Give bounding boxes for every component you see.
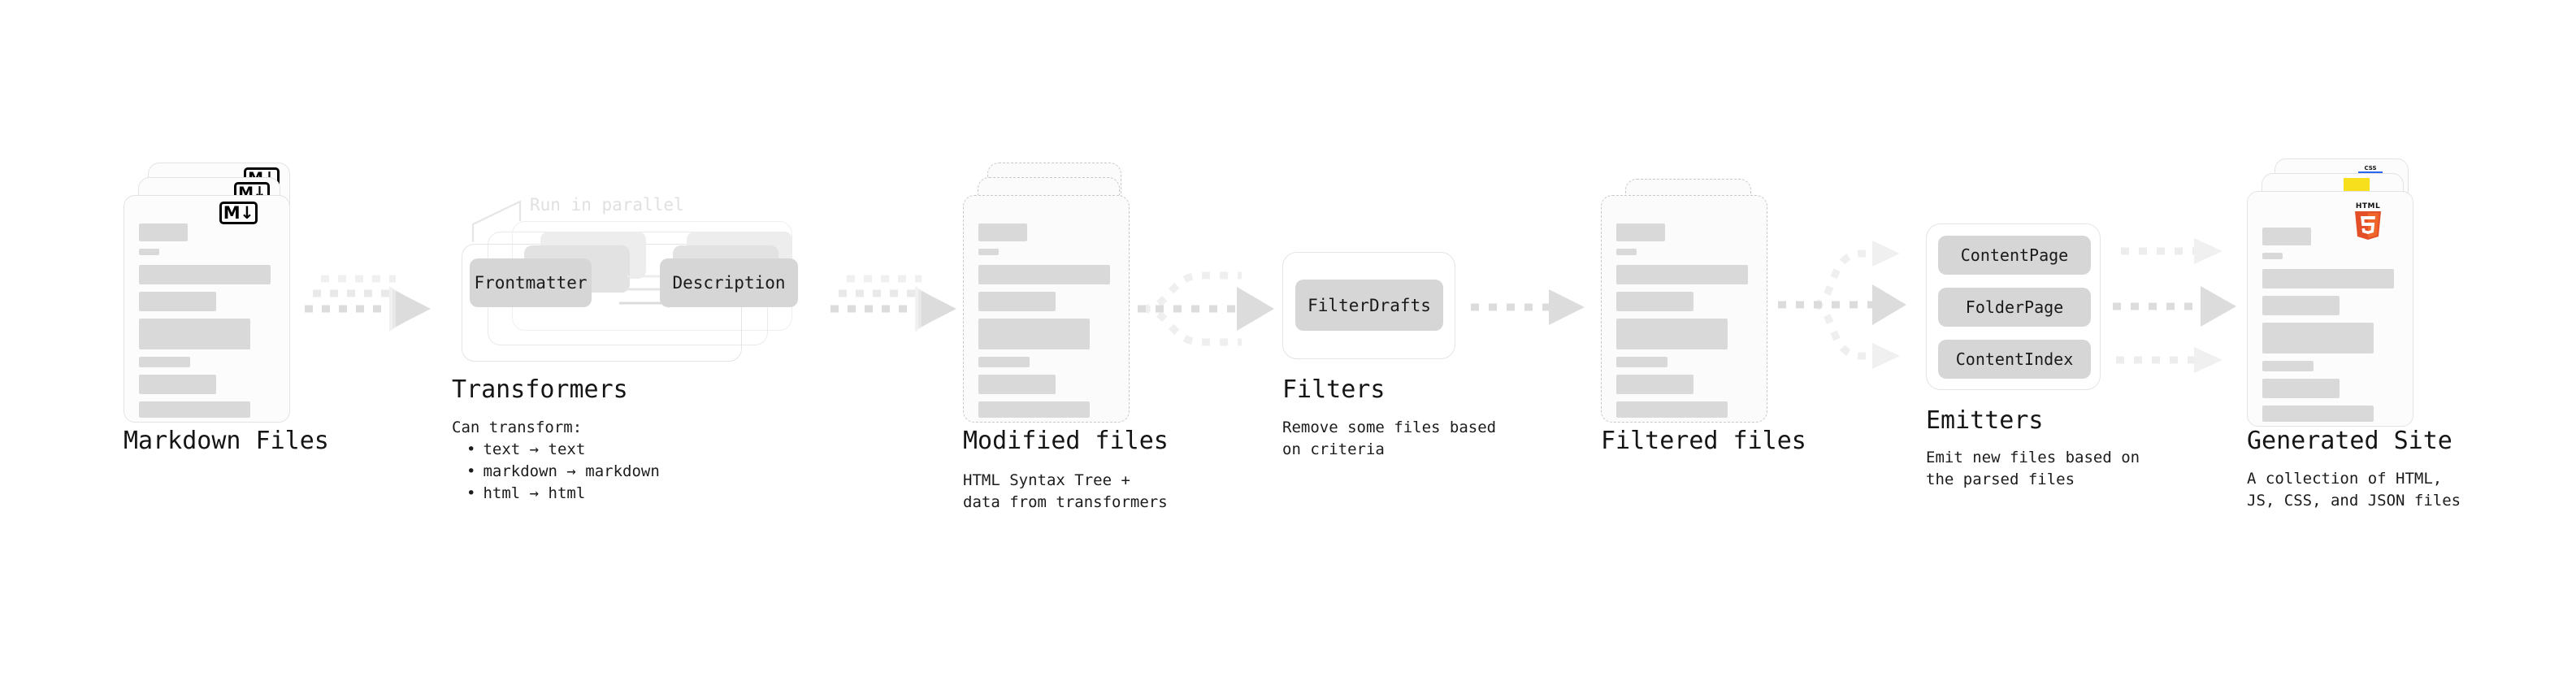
filtered-files-title: Filtered files — [1601, 427, 1806, 455]
run-in-parallel-bracket — [471, 200, 522, 242]
skeleton-bar — [978, 249, 999, 255]
transformers-bullets: text → text markdown → markdown html → h… — [452, 439, 660, 505]
skeleton-bar — [978, 265, 1110, 284]
svg-text:CSS: CSS — [2364, 165, 2376, 171]
modified-files-title: Modified files — [963, 427, 1169, 455]
generated-site-stack: CSS HTML — [2247, 158, 2458, 427]
skeleton-bar — [1616, 401, 1728, 418]
skeleton-bar — [2262, 406, 2374, 422]
site-card-front — [2247, 191, 2413, 427]
markdown-card-front — [124, 195, 290, 423]
skeleton-bar — [2262, 269, 2394, 288]
bullet-markdown: markdown → markdown — [466, 461, 659, 483]
skeleton-bar — [978, 375, 1056, 394]
markdown-files-title: Markdown Files — [124, 427, 329, 455]
skeleton-bar — [978, 401, 1090, 418]
arrow-markdown-to-transformers — [305, 275, 431, 332]
skeleton-bar — [978, 319, 1090, 349]
transformers-group: Frontmatter Description — [439, 187, 829, 374]
emitter-chip-contentindex[interactable]: ContentIndex — [1938, 340, 2091, 379]
skeleton-bar — [139, 375, 216, 394]
markdown-files-stack: M↓ M↓ M↓ — [124, 163, 310, 423]
transformer-chip-frontmatter[interactable]: Frontmatter — [470, 258, 592, 307]
emitter-chip-folderpage[interactable]: FolderPage — [1938, 288, 2091, 327]
filters-title: Filters — [1282, 375, 1386, 404]
markdown-icon: M↓ — [219, 202, 258, 224]
filtered-files-stack — [1601, 179, 1788, 439]
skeleton-bar — [2262, 253, 2283, 259]
svg-text:HTML: HTML — [2356, 202, 2380, 210]
emitters-description: Emit new files based on the parsed files — [1926, 449, 2140, 488]
bullet-text: text → text — [466, 439, 660, 461]
site-skeleton-bars — [2262, 228, 2400, 429]
skeleton-bar — [139, 249, 159, 255]
skeleton-bar — [1616, 375, 1693, 394]
arrow-filtered-to-emitters — [1778, 241, 1906, 369]
emitters-title: Emitters — [1926, 406, 2044, 435]
filters-description: Remove some files based on criteria — [1282, 419, 1497, 458]
transformers-title: Transformers — [452, 375, 628, 404]
transformers-description: Can transform: — [452, 419, 583, 436]
filters-group: FilterDrafts — [1282, 252, 1455, 359]
emitter-chip-contentpage[interactable]: ContentPage — [1938, 236, 2091, 275]
skeleton-bar — [1616, 292, 1693, 311]
modified-files-stack — [963, 163, 1150, 423]
skeleton-bar — [978, 357, 1030, 367]
arrow-modified-to-filters — [1138, 271, 1274, 346]
arrow-filters-to-filtered — [1471, 289, 1585, 325]
filtered-skeleton-bars — [1616, 223, 1754, 425]
emitters-group: ContentPage FolderPage ContentIndex — [1926, 223, 2101, 390]
arrow-transformers-to-modified — [830, 275, 956, 332]
skeleton-bar — [1616, 357, 1667, 367]
skeleton-bar — [2262, 379, 2340, 398]
skeleton-bar — [2262, 296, 2340, 315]
skeleton-bar — [978, 292, 1056, 311]
skeleton-bar — [139, 223, 188, 241]
filter-chip-filterdrafts[interactable]: FilterDrafts — [1295, 280, 1443, 331]
skeleton-bar — [1616, 319, 1728, 349]
skeleton-bar — [978, 223, 1027, 241]
skeleton-bar — [1616, 249, 1637, 255]
filtered-card-front — [1601, 195, 1767, 423]
generated-site-title: Generated Site — [2247, 427, 2452, 455]
skeleton-bar — [2262, 323, 2374, 354]
skeleton-bar — [139, 401, 250, 418]
skeleton-bar — [2262, 361, 2314, 371]
bullet-html: html → html — [466, 483, 660, 505]
run-in-parallel-label: Run in parallel — [530, 195, 684, 215]
skeleton-bar — [139, 265, 271, 284]
arrow-emitters-to-site — [2113, 238, 2236, 373]
modified-card-front — [963, 195, 1130, 423]
skeleton-bar — [2262, 228, 2311, 245]
skeleton-bar — [139, 357, 190, 367]
transformer-chip-description[interactable]: Description — [660, 258, 798, 307]
skeleton-bar — [139, 319, 250, 349]
generated-site-description: A collection of HTML, JS, CSS, and JSON … — [2247, 470, 2461, 510]
modified-skeleton-bars — [978, 223, 1116, 425]
html5-icon: HTML — [2350, 199, 2386, 240]
markdown-skeleton-bars — [139, 223, 276, 425]
skeleton-bar — [1616, 265, 1748, 284]
skeleton-bar — [1616, 223, 1665, 241]
skeleton-bar — [139, 292, 216, 311]
modified-files-description: HTML Syntax Tree + data from transformer… — [963, 471, 1168, 511]
